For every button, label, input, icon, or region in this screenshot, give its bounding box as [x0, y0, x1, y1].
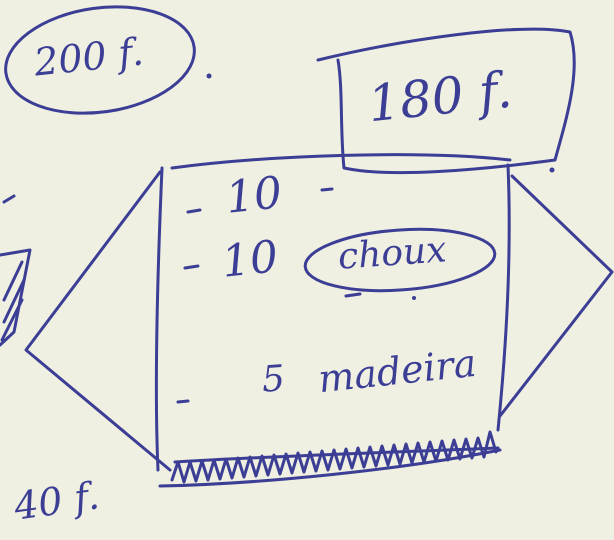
choux-oval: [303, 227, 497, 293]
left-flap: [24, 170, 172, 472]
box-top-edge: [170, 153, 512, 170]
ink-dot: [206, 73, 212, 79]
dash: [183, 264, 200, 270]
bottom-left-amount: 40 f.: [11, 473, 102, 529]
top-right-amount: 180 f.: [365, 60, 515, 134]
top-right-box: [316, 27, 576, 175]
hatch-line: [2, 260, 24, 302]
dash: [186, 208, 202, 214]
box-left-edge: [154, 166, 164, 472]
list-item-2: choux: [336, 229, 448, 278]
box-right-edge: [496, 163, 511, 432]
ink-dot: [412, 296, 416, 300]
dash: [344, 292, 362, 298]
dash: [176, 399, 190, 404]
left-hatched-shape: [0, 248, 32, 347]
list-qty-2: 10: [219, 231, 281, 288]
ink-dot: [549, 167, 555, 173]
dash: [320, 187, 334, 192]
hatch-line: [0, 298, 24, 342]
list-qty-3: 5: [260, 358, 287, 401]
list-qty-1: 10: [223, 167, 285, 224]
top-left-amount: 200 f.: [32, 29, 146, 85]
top-left-oval: [4, 5, 196, 115]
stray-stroke: [2, 194, 16, 204]
zigzag-seam: [170, 430, 498, 484]
hatch-line: [2, 278, 26, 324]
right-flap: [498, 174, 614, 418]
